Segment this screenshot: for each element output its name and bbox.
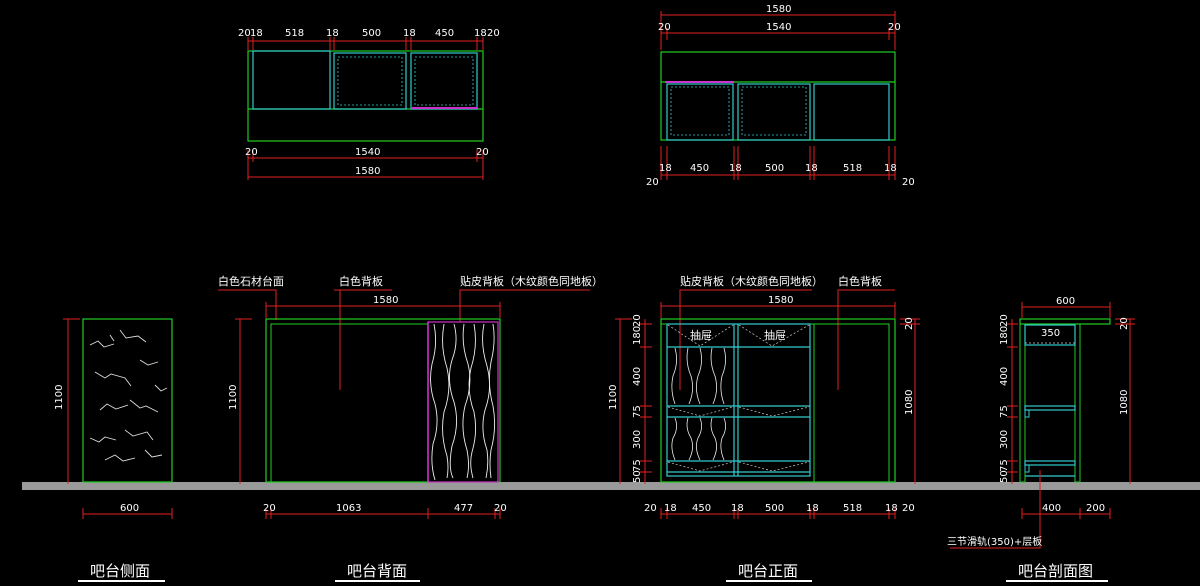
dim: 20 xyxy=(902,177,915,188)
dim: 518 xyxy=(285,28,304,39)
dim: 20 xyxy=(476,147,489,158)
side-elevation: 1100 600 吧台侧面 xyxy=(54,318,173,582)
dim: 18 xyxy=(731,503,744,514)
dim: 180 xyxy=(999,326,1010,345)
dim: 450 xyxy=(690,163,709,174)
dim: 18 xyxy=(884,163,897,174)
dim: 600 xyxy=(1056,296,1075,307)
dim: 518 xyxy=(843,163,862,174)
front-elevation: 贴皮背板（木纹颜色同地板） 白色背板 1580 1100 20 1080 20 … xyxy=(608,274,920,582)
wood-grain xyxy=(430,323,496,481)
dim: 18 xyxy=(729,163,742,174)
dim: 1580 xyxy=(768,295,793,306)
label-white-back: 白色背板 xyxy=(838,274,882,288)
dim: 20 xyxy=(487,28,500,39)
dim: 20 xyxy=(263,503,276,514)
dim: 18 xyxy=(805,163,818,174)
dim: 75 xyxy=(999,459,1010,472)
dim: 20 xyxy=(494,503,507,514)
view-title: 吧台剖面图 xyxy=(1018,562,1093,580)
dim: 1540 xyxy=(766,22,791,33)
dim: 75 xyxy=(632,405,643,418)
dim: 400 xyxy=(1042,503,1061,514)
section-view: 600 20 1080 20 180 400 75 300 75 50 350 … xyxy=(947,296,1135,582)
dim: 20 xyxy=(902,503,915,514)
dim: 1063 xyxy=(336,503,361,514)
dim: 477 xyxy=(454,503,473,514)
rail-note: 三节滑轨(350)+层板 xyxy=(947,535,1042,548)
dim: 18 xyxy=(664,503,677,514)
dim: 600 xyxy=(120,503,139,514)
drawer-label: 抽屉 xyxy=(764,328,786,342)
label-veneer: 贴皮背板（木纹颜色同地板） xyxy=(680,274,823,288)
dim: 18 xyxy=(806,503,819,514)
dim: 1580 xyxy=(373,295,398,306)
dim: 20 xyxy=(646,177,659,188)
dim: 20 xyxy=(644,503,657,514)
dim: 1100 xyxy=(228,385,239,410)
dim: 20 xyxy=(658,22,671,33)
wood-grain xyxy=(671,347,726,461)
dim: 450 xyxy=(692,503,711,514)
dim: 75 xyxy=(632,459,643,472)
dim: 18 xyxy=(659,163,672,174)
dim: 20 xyxy=(238,28,251,39)
back-elevation: 白色石材台面 白色背板 贴皮背板（木纹颜色同地板） 1580 1100 xyxy=(218,274,603,582)
dim: 20 xyxy=(245,147,258,158)
dim: 1540 xyxy=(355,147,380,158)
dim: 1080 xyxy=(1119,390,1130,415)
plan-top-right: 1580 20 1540 20 18 450 18 500 18 518 18 … xyxy=(646,4,915,188)
dim: 180 xyxy=(632,326,643,345)
dim: 1580 xyxy=(355,166,380,177)
ground-line xyxy=(22,482,1200,490)
dim: 18 xyxy=(474,28,487,39)
dim: 500 xyxy=(765,503,784,514)
dim: 450 xyxy=(435,28,454,39)
label-veneer: 贴皮背板（木纹颜色同地板） xyxy=(460,274,603,288)
drawer-width: 350 xyxy=(1041,328,1060,339)
dim: 1100 xyxy=(608,385,619,410)
view-title: 吧台背面 xyxy=(347,562,407,580)
dim: 500 xyxy=(765,163,784,174)
dim: 1580 xyxy=(766,4,791,15)
dim: 1100 xyxy=(54,385,65,410)
dim: 18 xyxy=(885,503,898,514)
dim: 300 xyxy=(999,430,1010,449)
dim: 18 xyxy=(326,28,339,39)
dim: 200 xyxy=(1086,503,1105,514)
view-title: 吧台正面 xyxy=(738,562,798,580)
label-white-back: 白色背板 xyxy=(339,274,383,288)
dim: 1080 xyxy=(904,390,915,415)
dim: 518 xyxy=(843,503,862,514)
plan-top-left: 20 18 518 18 500 18 450 18 20 20 1540 20… xyxy=(238,28,500,180)
dim: 300 xyxy=(632,430,643,449)
dim: 20 xyxy=(632,314,643,327)
dim: 18 xyxy=(403,28,416,39)
dim: 20 xyxy=(1119,317,1130,330)
dim: 400 xyxy=(999,367,1010,386)
drawer-label: 抽屉 xyxy=(690,328,712,342)
dim: 50 xyxy=(999,470,1010,483)
label-stone-top: 白色石材台面 xyxy=(218,274,284,288)
dim: 50 xyxy=(632,470,643,483)
dim: 20 xyxy=(904,317,915,330)
dim: 400 xyxy=(632,367,643,386)
dim: 18 xyxy=(250,28,263,39)
dim: 20 xyxy=(999,314,1010,327)
dim: 75 xyxy=(999,405,1010,418)
dim: 500 xyxy=(362,28,381,39)
view-title: 吧台侧面 xyxy=(90,562,150,580)
dim: 20 xyxy=(888,22,901,33)
